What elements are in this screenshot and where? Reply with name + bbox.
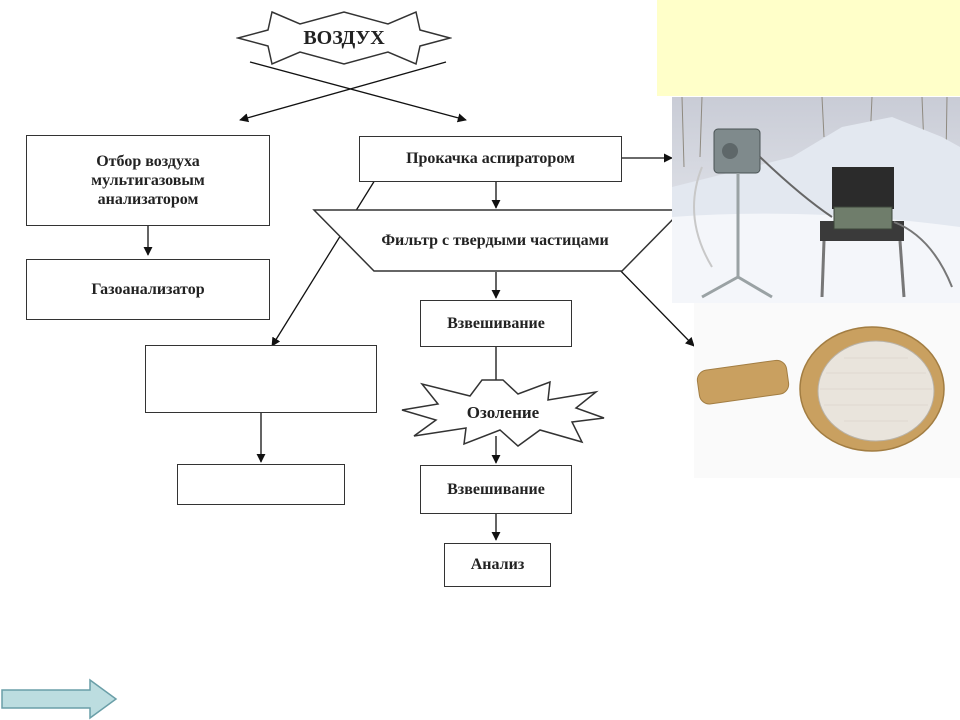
ashing-shape bbox=[401, 379, 605, 447]
aspirator-photo bbox=[672, 97, 960, 303]
sampling-box: Отбор воздуха мультигазовым анализатором bbox=[26, 135, 270, 226]
root-shape bbox=[236, 10, 452, 66]
weighing-box-1: Взвешивание bbox=[420, 300, 572, 347]
gas-analyzer-box: Газоанализатор bbox=[26, 259, 270, 320]
root-label: ВОЗДУХ bbox=[303, 27, 385, 49]
filter-photo bbox=[694, 303, 960, 478]
weighing-box-2: Взвешивание bbox=[420, 465, 572, 514]
filter-label: Фильтр с твердыми частицами bbox=[381, 232, 609, 250]
analysis-box: Анализ bbox=[444, 543, 551, 587]
right-arrow-icon[interactable] bbox=[0, 678, 118, 720]
blank-box-2 bbox=[177, 464, 345, 505]
pumping-box: Прокачка аспиратором bbox=[359, 136, 622, 182]
ashing-label: Озоление bbox=[466, 402, 540, 422]
filter-shape bbox=[312, 209, 684, 272]
note-area bbox=[657, 0, 960, 96]
blank-box-1 bbox=[145, 345, 377, 413]
